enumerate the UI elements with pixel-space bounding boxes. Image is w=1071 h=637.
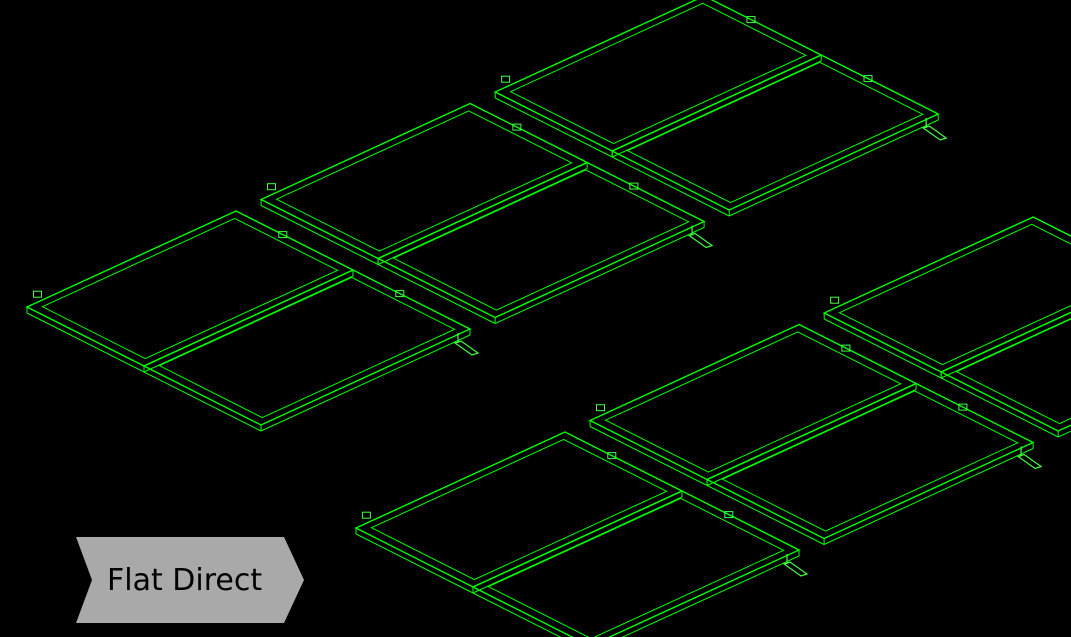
panel-frame: [705, 382, 1035, 540]
panel-frame: [610, 54, 940, 211]
panel-edge: [823, 318, 942, 379]
panel-edge: [611, 156, 730, 217]
end-clamp-icon: [361, 511, 371, 519]
panel-glass: [370, 438, 668, 581]
mounting-foot-icon: [1016, 446, 1043, 470]
mid-clamp-icon: [863, 75, 873, 83]
end-clamp-icon: [267, 183, 276, 191]
panel-frame: [259, 102, 589, 260]
mid-clamp-icon: [724, 511, 734, 519]
panel-glass: [509, 2, 807, 145]
panel-glass: [721, 390, 1019, 532]
mounting-type-tag: Flat Direct: [76, 537, 304, 623]
end-clamp-icon: [501, 75, 511, 83]
panel-edge: [26, 312, 145, 373]
panel-frame: [25, 210, 355, 367]
tag-arrow-shape: [76, 537, 304, 623]
panel-edge: [494, 97, 613, 158]
panel-edge: [1057, 430, 1071, 438]
panel-edge: [355, 533, 474, 594]
panel-frame: [493, 0, 823, 152]
panel-edge: [472, 592, 562, 637]
mid-clamp-icon: [629, 182, 639, 190]
panel-edge: [494, 227, 705, 324]
mounting-foot-icon: [782, 554, 809, 577]
panel-edge: [940, 377, 1059, 438]
mounting-foot-icon: [921, 117, 948, 141]
mid-clamp-icon: [958, 403, 968, 411]
panel-edge: [940, 317, 1071, 379]
mid-clamp-icon: [395, 290, 405, 298]
panel-glass: [158, 276, 456, 419]
panel-edge: [377, 264, 496, 324]
end-clamp-icon: [596, 404, 605, 412]
mounting-type-label: Flat Direct: [107, 563, 263, 598]
panel-edge: [611, 60, 822, 158]
panel-glass: [275, 110, 573, 252]
panel-edge: [823, 448, 1034, 545]
panel-frame: [588, 323, 918, 481]
panel-glass: [487, 497, 785, 637]
panel-glass: [604, 331, 902, 473]
panel-frame: [939, 311, 1071, 432]
panel-edge: [377, 168, 588, 265]
mid-clamp-icon: [512, 123, 522, 131]
panel-glass: [392, 169, 690, 311]
panel-edge: [621, 555, 800, 637]
end-clamp-icon: [33, 290, 42, 298]
mid-clamp-icon: [746, 16, 756, 24]
end-clamp-icon: [830, 296, 840, 304]
panel-edge: [472, 496, 683, 594]
mounting-foot-icon: [687, 225, 714, 249]
panel-edge: [706, 389, 917, 486]
panel-edge: [143, 371, 262, 432]
panel-edge: [706, 485, 825, 545]
panel-frame: [142, 269, 472, 426]
panel-edge: [260, 334, 471, 432]
panel-frame: [822, 216, 1071, 373]
panel-frame: [471, 490, 801, 637]
mounting-foot-icon: [453, 333, 480, 356]
panel-frame: [376, 161, 706, 319]
panel-frame: [354, 431, 684, 588]
panel-glass: [838, 223, 1071, 366]
panel-edge: [728, 119, 939, 217]
mid-clamp-icon: [607, 452, 617, 460]
panel-edge: [143, 275, 354, 373]
panel-glass: [41, 217, 339, 360]
panel-edge: [260, 205, 379, 265]
panel-glass: [955, 318, 1071, 425]
panel-edge: [589, 426, 708, 486]
mid-clamp-icon: [278, 231, 288, 239]
panel-glass: [626, 61, 924, 204]
mid-clamp-icon: [841, 344, 851, 352]
